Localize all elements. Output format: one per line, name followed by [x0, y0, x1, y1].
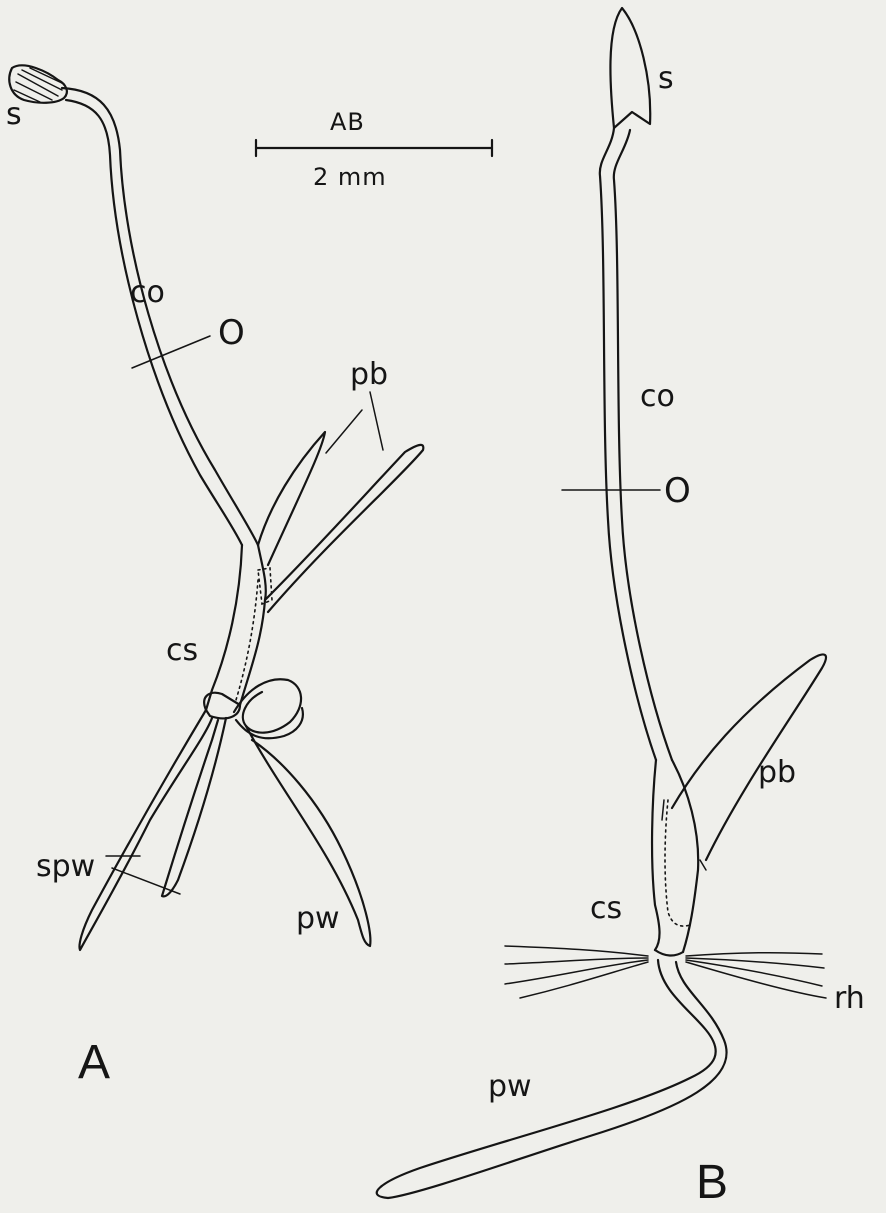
panel-b-root-hairs	[505, 946, 826, 998]
panel-a-sheath	[206, 545, 272, 710]
panel-a-pb-leader-2	[370, 392, 383, 450]
panel-b-leaf-ticks	[662, 800, 706, 870]
panel-b-sheath	[652, 760, 698, 956]
panel-b-cotyledon	[600, 128, 672, 760]
panel-b-label-cs: cs	[590, 891, 622, 926]
panel-a-label-cs: cs	[166, 633, 198, 668]
panel-a-title: A	[78, 1036, 110, 1089]
panel-b: s co O pb cs rh pw B	[377, 8, 865, 1209]
panel-a-label-spw: spw	[36, 849, 95, 884]
panel-b-label-o: O	[664, 471, 691, 511]
panel-b-label-s: s	[658, 61, 674, 96]
panel-a-primary-leaves	[258, 432, 423, 612]
panel-a-secondary-roots	[80, 710, 227, 950]
panel-b-seed	[610, 8, 650, 128]
panel-a: s co O pb cs spw pw A	[6, 65, 423, 1089]
scale-bar: AB 2 mm	[256, 108, 492, 191]
panel-a-label-co: co	[130, 275, 165, 310]
panel-b-label-rh: rh	[834, 981, 865, 1016]
panel-b-label-pb: pb	[758, 755, 796, 790]
panel-b-label-pw: pw	[488, 1069, 532, 1104]
panel-a-pb-leader-1	[326, 410, 362, 453]
scale-bar-label-top: AB	[330, 108, 365, 136]
panel-a-label-s: s	[6, 97, 22, 132]
scale-bar-label-bottom: 2 mm	[313, 163, 387, 191]
panel-a-label-pw: pw	[296, 901, 340, 936]
panel-a-label-o: O	[218, 313, 245, 353]
panel-b-primary-root	[377, 960, 727, 1198]
panel-a-label-pb: pb	[350, 357, 388, 392]
panel-b-label-co: co	[640, 379, 675, 414]
panel-b-title: B	[696, 1156, 728, 1209]
